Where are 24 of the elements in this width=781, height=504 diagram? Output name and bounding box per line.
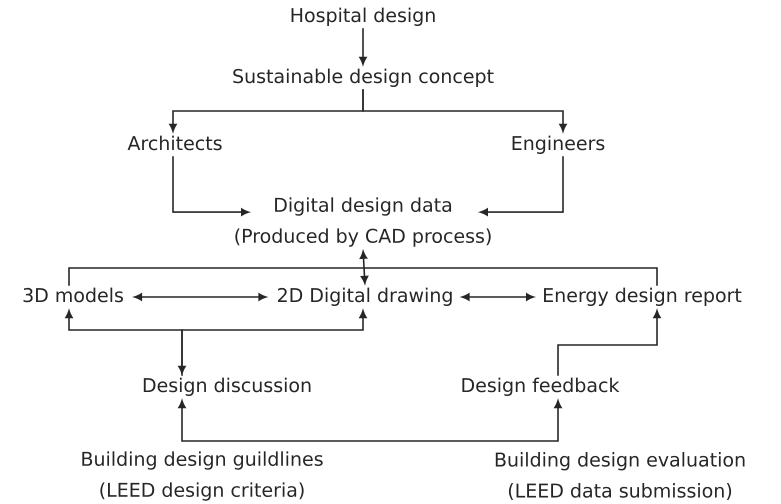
- flow-label: 3D models: [24, 288, 123, 302]
- connector-line: [68, 267, 658, 286]
- arrow: [172, 156, 250, 216]
- flow-label: Building design guildlines (LEED design criteria): [82, 451, 323, 501]
- flow-label: Engineers: [512, 136, 604, 154]
- flow-label: Energy design report: [544, 288, 742, 306]
- flow-label: Building design evaluation (LEED data submission): [496, 452, 744, 500]
- arrow: [134, 293, 266, 301]
- arrow: [178, 400, 562, 442]
- arrow: [65, 310, 186, 374]
- arrow: [362, 89, 567, 132]
- flow-label: Design discussion: [144, 378, 310, 396]
- arrow: [359, 28, 367, 65]
- arrow: [462, 293, 534, 301]
- flow-label: Hospital design: [292, 8, 435, 26]
- arrow: [181, 310, 367, 376]
- arrow: [360, 250, 368, 284]
- flow-label: Design feedback: [462, 378, 620, 396]
- arrow: [557, 310, 661, 376]
- flow-label: Architects: [128, 136, 222, 150]
- arrow: [480, 156, 564, 216]
- flow-label: Digital design data (Produced by CAD process): [235, 197, 491, 247]
- flow-label: Sustainable design concept: [233, 68, 494, 87]
- flow-label: 2D Digital drawing: [278, 288, 452, 306]
